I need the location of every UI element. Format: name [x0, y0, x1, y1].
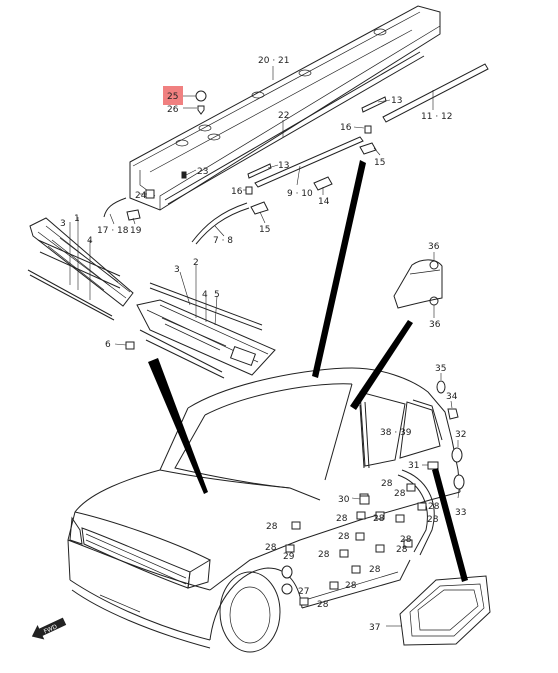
label-part-33[interactable]: 33 — [455, 508, 466, 518]
roof-moldings — [103, 63, 489, 245]
label-part-28a[interactable]: 28 — [381, 479, 393, 489]
label-part-28k[interactable]: 28 — [396, 545, 408, 555]
part-16b-clip — [245, 186, 253, 195]
label-part-27[interactable]: 27 — [298, 587, 309, 597]
label-part-36b[interactable]: 36 — [429, 320, 441, 330]
label-part-30[interactable]: 30 — [338, 495, 350, 505]
label-part-9-10[interactable]: 9 · 10 — [287, 189, 313, 199]
label-part-28j[interactable]: 28 — [265, 543, 277, 553]
label-part-28c[interactable]: 28 — [428, 502, 440, 512]
label-part-28e[interactable]: 28 — [373, 514, 385, 524]
label-part-28d[interactable]: 28 — [336, 514, 348, 524]
label-part-2[interactable]: 2 — [193, 258, 199, 268]
label-part-19[interactable]: 19 — [130, 226, 142, 236]
label-part-17-18[interactable]: 17 · 18 — [97, 226, 129, 236]
label-part-28o[interactable]: 28 — [317, 600, 329, 610]
label-part-31[interactable]: 31 — [408, 461, 419, 471]
label-part-20-21[interactable]: 20 · 21 — [258, 56, 290, 66]
highlight-part-25 — [163, 86, 183, 105]
label-part-25[interactable]: 25 — [167, 92, 178, 102]
part-15b-clip — [250, 201, 269, 215]
label-part-13a[interactable]: 13 — [391, 96, 402, 106]
label-part-26[interactable]: 26 — [167, 105, 179, 115]
part-23-clip — [181, 171, 187, 179]
label-part-35[interactable]: 35 — [435, 364, 446, 374]
label-part-32[interactable]: 32 — [455, 430, 466, 440]
part-26-clip — [197, 105, 205, 115]
label-part-4a[interactable]: 4 — [87, 236, 93, 246]
callout-pointers — [148, 160, 468, 582]
label-part-15a[interactable]: 15 — [374, 158, 385, 168]
label-part-28i[interactable]: 28 — [400, 535, 412, 545]
label-part-14[interactable]: 14 — [318, 197, 330, 207]
label-part-16b[interactable]: 16 — [231, 187, 243, 197]
label-part-3a[interactable]: 3 — [60, 219, 66, 229]
label-part-6[interactable]: 6 — [105, 340, 111, 350]
label-part-34[interactable]: 34 — [446, 392, 458, 402]
vehicle-body — [67, 367, 461, 653]
header-fragment: ----- — [22, 0, 38, 1]
roof-panel — [129, 5, 441, 211]
label-part-28l[interactable]: 28 — [318, 550, 330, 560]
part-15a-clip — [359, 142, 377, 155]
part-16a-clip — [364, 125, 372, 134]
label-part-28n[interactable]: 28 — [345, 581, 357, 591]
part-19-clip — [126, 209, 141, 221]
label-part-22[interactable]: 22 — [278, 111, 289, 121]
part-25-grommet — [195, 90, 207, 102]
label-part-15b[interactable]: 15 — [259, 225, 270, 235]
label-part-5[interactable]: 5 — [214, 290, 220, 300]
part-labels: 20 · 21 25 26 22 13 11 · 12 16 15 23 13 … — [60, 56, 466, 633]
label-part-1[interactable]: 1 — [74, 214, 80, 224]
leader-lines — [69, 66, 460, 627]
label-part-4b[interactable]: 4 — [202, 290, 208, 300]
right-side-parts — [281, 259, 491, 646]
label-part-24[interactable]: 24 — [135, 191, 147, 201]
forward-arrow: FWD — [31, 617, 67, 640]
label-part-28f[interactable]: 28 — [427, 515, 439, 525]
label-part-29[interactable]: 29 — [283, 552, 295, 562]
label-part-7-8[interactable]: 7 · 8 — [213, 236, 233, 246]
label-part-38-39[interactable]: 38 · 39 — [380, 428, 412, 438]
part-24-nut — [145, 189, 155, 199]
label-part-23[interactable]: 23 — [197, 167, 208, 177]
label-part-11-12[interactable]: 11 · 12 — [421, 112, 453, 122]
cowl-panel-right — [125, 282, 276, 379]
label-part-28h[interactable]: 28 — [338, 532, 350, 542]
label-part-13b[interactable]: 13 — [278, 161, 289, 171]
label-part-28g[interactable]: 28 — [266, 522, 278, 532]
label-part-3b[interactable]: 3 — [174, 265, 180, 275]
part-14-clip — [313, 176, 333, 191]
label-part-16a[interactable]: 16 — [340, 123, 352, 133]
label-part-28b[interactable]: 28 — [394, 489, 406, 499]
label-part-36a[interactable]: 36 — [428, 242, 440, 252]
label-part-37[interactable]: 37 — [369, 623, 380, 633]
cowl-panel-left — [27, 217, 134, 321]
part-6-clip — [125, 341, 135, 350]
label-part-28m[interactable]: 28 — [369, 565, 381, 575]
